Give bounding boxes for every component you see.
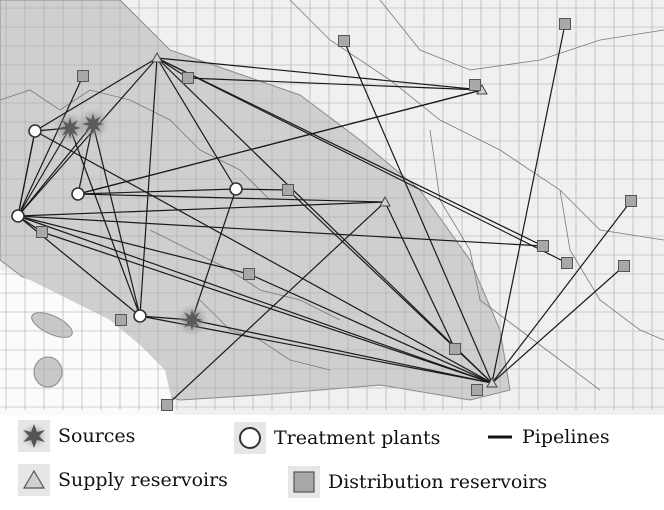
pipeline [187,77,483,91]
network-nodes [11,18,637,411]
distribution-reservoir-icon [282,184,294,196]
pipeline [17,215,493,384]
distribution-reservoir-icon [469,79,481,91]
pipeline [235,188,289,191]
distribution-reservoir-icon [243,268,255,280]
distribution-reservoir-icon [561,257,573,269]
pipeline [156,57,483,91]
pipeline [139,57,158,317]
legend-pipelines: Pipelines [486,426,610,448]
treatment-plant-icon [234,422,266,454]
distribution-reservoir-icon [537,240,549,252]
pipeline [92,123,141,317]
treatment-plant-icon [11,209,25,223]
pipeline [77,188,237,195]
legend-pipelines-label: Pipelines [522,426,610,448]
legend-treatment-plants: Treatment plants [234,422,440,454]
pipeline [156,57,493,384]
source-icon [59,117,81,139]
distribution-reservoir-icon [115,314,127,326]
pipeline [77,193,386,203]
source-icon [82,113,104,135]
legend-treatment-plants-label: Treatment plants [274,427,441,449]
treatment-plant-icon [229,182,243,196]
pipeline [491,23,566,384]
pipeline-icon [488,435,512,439]
pipeline [69,127,141,317]
treatment-plant-icon [133,309,147,323]
legend-sources-label: Sources [58,425,136,447]
pipeline [191,188,237,321]
pipeline [156,57,568,264]
distribution-reservoir-icon [559,18,571,30]
pipeline [343,40,493,384]
pipeline [156,57,237,190]
pipeline [491,265,625,384]
pipeline [34,57,158,132]
distribution-reservoir-icon [36,226,48,238]
distribution-reservoir-icon [338,35,350,47]
treatment-plant-icon [28,124,42,138]
legend-distribution-reservoirs-label: Distribution reservoirs [328,471,548,493]
distribution-reservoir-icon [161,399,173,411]
distribution-reservoir-icon [625,195,637,207]
supply-reservoir-icon [151,51,163,63]
supply-reservoir-icon [18,464,50,496]
pipeline [491,200,632,384]
pipeline [17,215,544,247]
pipeline [248,273,493,384]
supply-reservoir-icon [486,376,498,388]
pipeline [41,231,493,384]
island [33,356,63,388]
legend-distribution-reservoirs: Distribution reservoirs [288,466,547,498]
pipeline [156,57,544,247]
pipeline [17,130,36,217]
pipeline [17,75,84,217]
pipeline [17,127,71,217]
treatment-plant-icon [71,187,85,201]
distribution-reservoir-icon [449,343,461,355]
legend-sources: Sources [18,420,135,452]
distribution-reservoir-icon [471,384,483,396]
distribution-reservoir-icon [618,260,630,272]
pipeline [191,319,493,384]
source-icon [181,309,203,331]
network-map [0,0,664,415]
pipeline [77,89,483,195]
pipeline [384,201,456,350]
pipeline [34,130,493,384]
source-icon [18,420,50,452]
pipeline [17,201,386,217]
supply-reservoir-icon [379,195,391,207]
legend-supply-reservoirs-label: Supply reservoirs [58,469,228,491]
distribution-reservoir-icon [77,70,89,82]
legend-supply-reservoirs: Supply reservoirs [18,464,228,496]
distribution-reservoir-icon [182,72,194,84]
distribution-reservoir-icon [288,466,320,498]
pipeline [166,201,386,406]
